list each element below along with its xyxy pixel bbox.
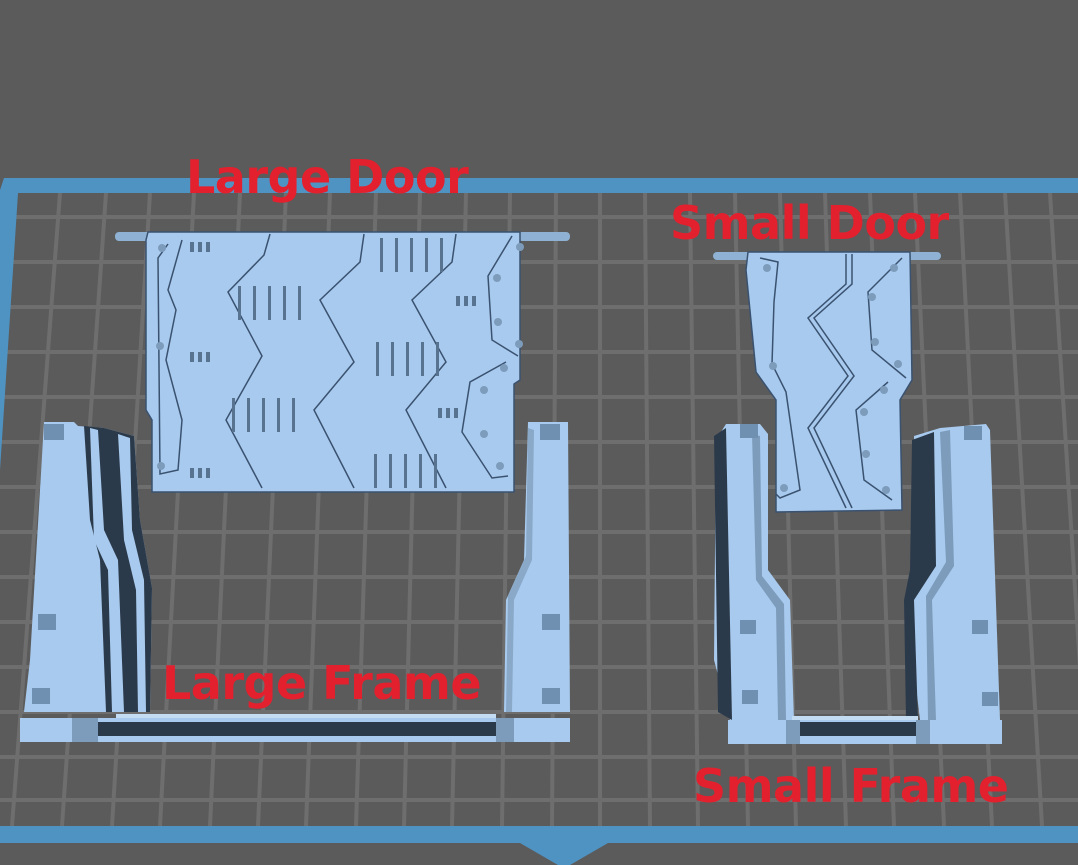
label-small-frame: Small Frame — [693, 759, 1009, 813]
large-door-model[interactable] — [115, 231, 570, 493]
label-large-door: Large Door — [186, 150, 469, 204]
small-door-model[interactable] — [713, 251, 941, 513]
small-frame-model[interactable] — [714, 424, 1002, 744]
large-frame-model[interactable] — [20, 422, 570, 742]
label-large-frame: Large Frame — [162, 656, 482, 710]
plate-border — [0, 178, 1078, 865]
label-small-door: Small Door — [670, 196, 949, 250]
